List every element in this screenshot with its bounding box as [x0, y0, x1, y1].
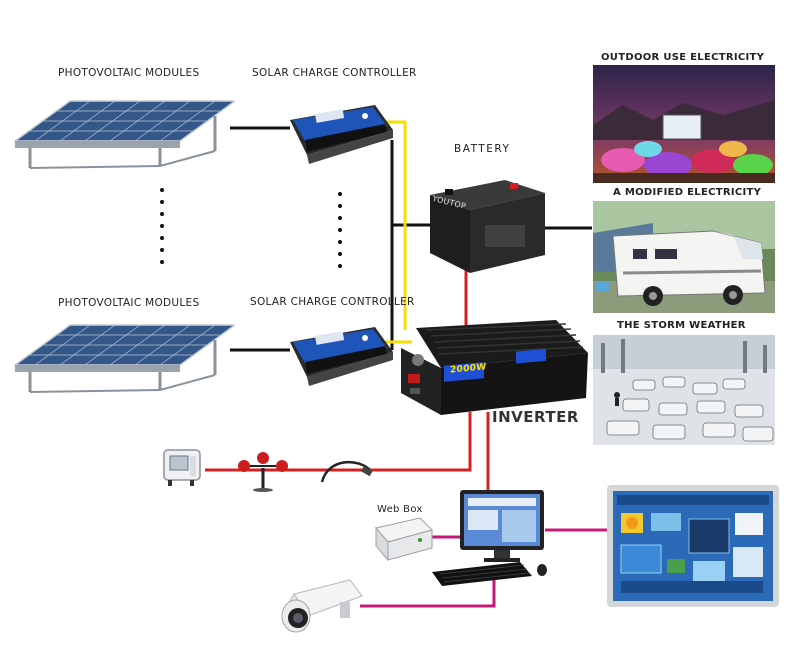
label-pv-bottom: PHOTOVOLTAIC MODULES [58, 297, 200, 309]
computer-icon [432, 490, 547, 586]
temperature-probe-icon [320, 460, 373, 483]
label-controller-bottom: SOLAR CHARGE CONTROLLER [250, 296, 415, 308]
photo-outdoor-camping [593, 65, 775, 183]
label-webbox: Web Box [377, 504, 423, 515]
wire-camera-to-pc [360, 580, 496, 608]
monitoring-display-icon [607, 485, 779, 607]
ellipsis-controller [338, 192, 342, 276]
label-storm: THE STORM WEATHER [617, 320, 746, 331]
weather-sensor-box-icon [163, 449, 201, 486]
charge-controller-top [290, 105, 393, 164]
battery-icon [430, 180, 545, 273]
label-modified: A MODIFIED ELECTRICITY [613, 187, 762, 198]
wire-red-sensors [205, 412, 472, 472]
solar-panel-bottom [12, 324, 235, 393]
security-camera-icon [281, 579, 363, 633]
ellipsis-pv [160, 188, 164, 272]
charge-controller-bottom [290, 327, 393, 386]
anemometer-icon [238, 452, 288, 492]
label-battery: BATTERY [454, 143, 511, 155]
solar-panel-top [12, 100, 235, 169]
label-inverter: INVERTER [492, 408, 579, 426]
web-box-icon [375, 517, 433, 562]
photo-motorhome [593, 201, 775, 313]
label-controller-top: SOLAR CHARGE CONTROLLER [252, 67, 417, 79]
label-pv-top: PHOTOVOLTAIC MODULES [58, 67, 200, 79]
inverter-icon [401, 320, 588, 415]
photo-storm-weather [593, 335, 775, 445]
label-outdoor: OUTDOOR USE ELECTRICITY [601, 52, 765, 63]
